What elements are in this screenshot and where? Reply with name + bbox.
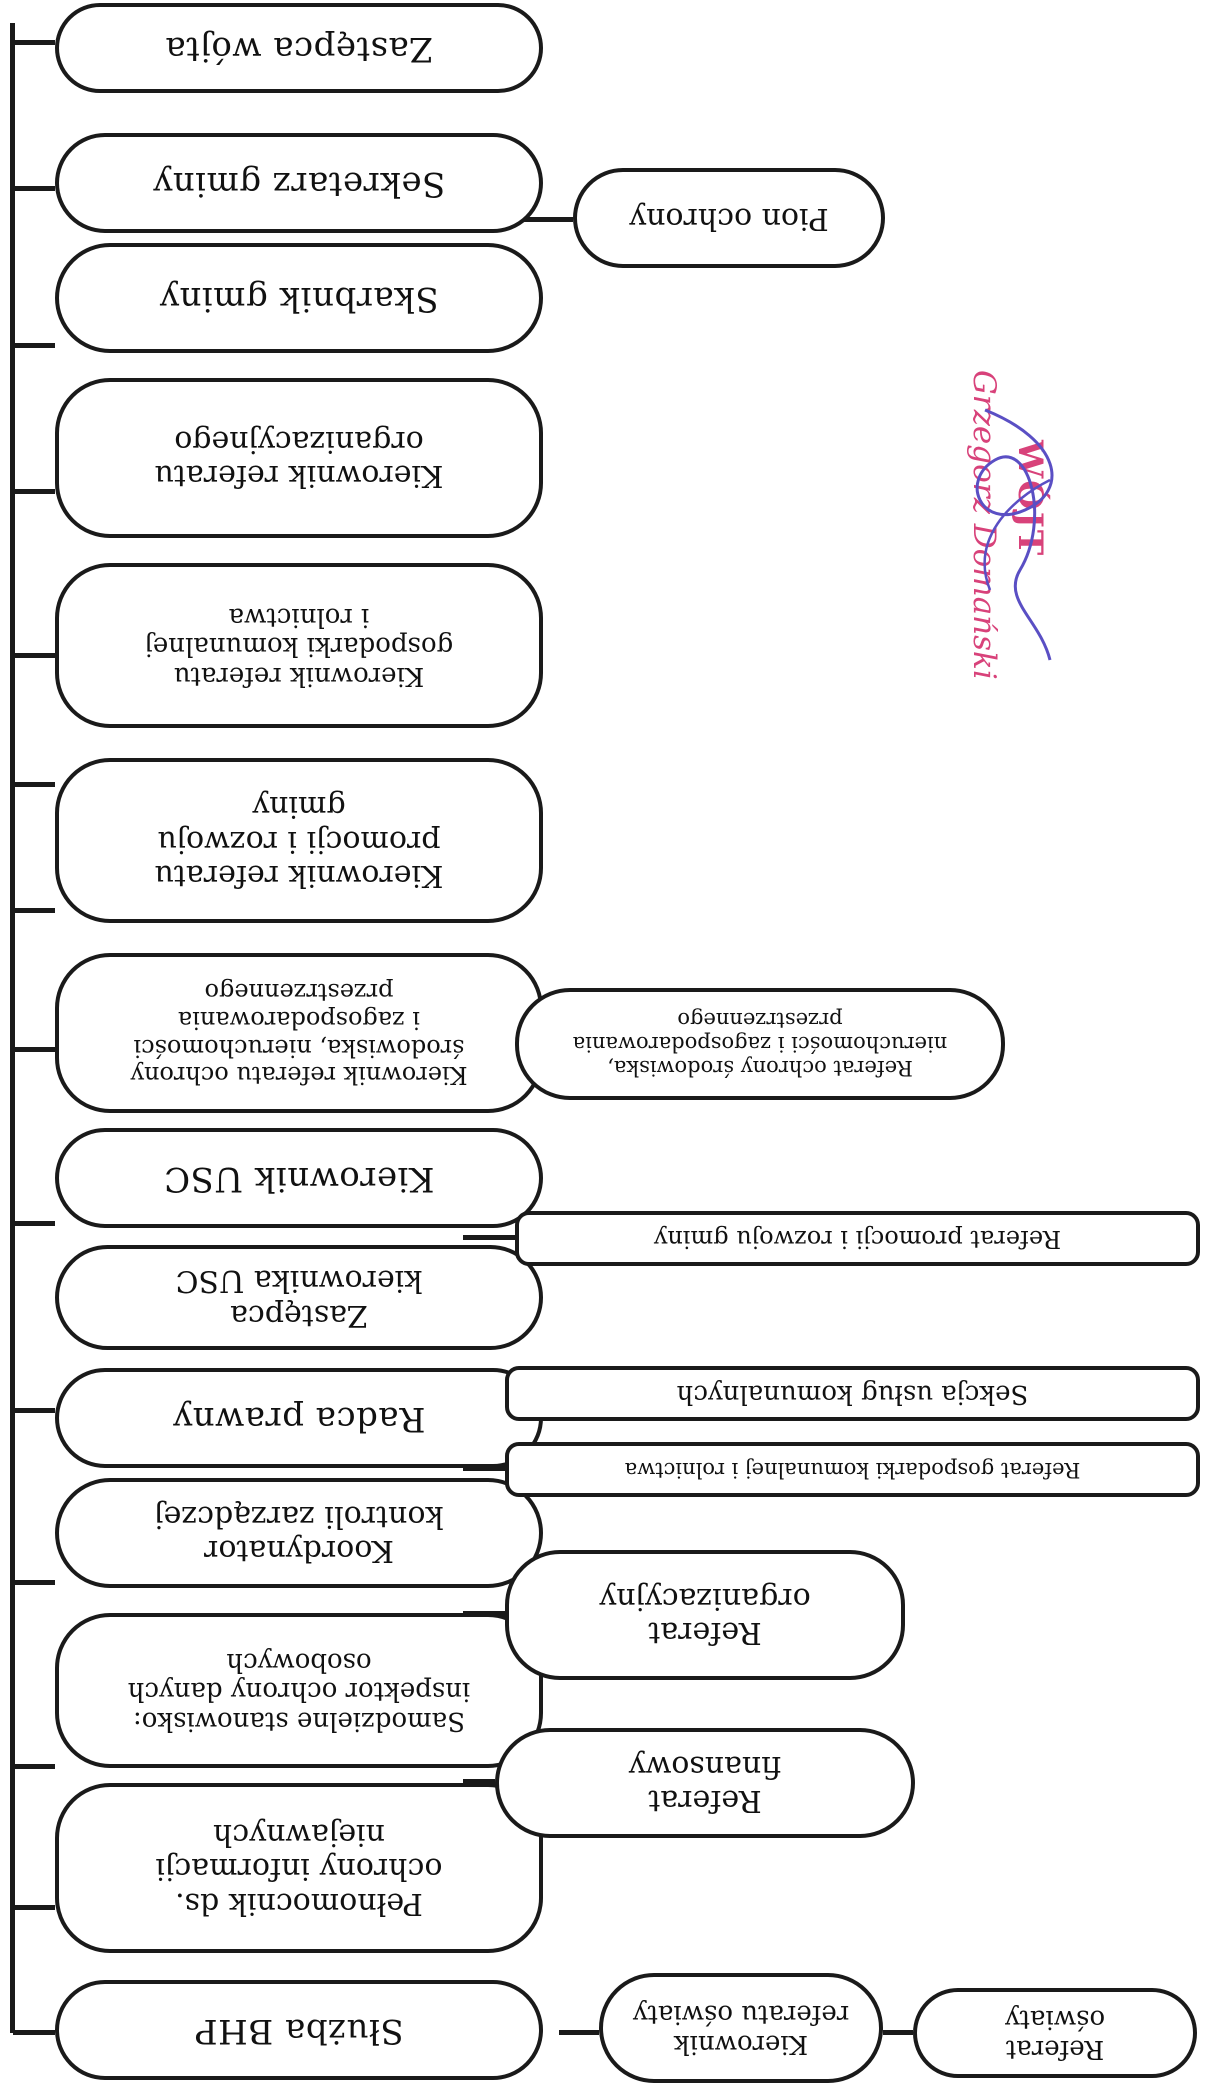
connector	[13, 489, 55, 494]
connector	[13, 1580, 55, 1585]
signature-icon	[975, 408, 1054, 661]
connector	[13, 908, 55, 913]
education-dept-head-box: Kierownik referatu oświaty	[599, 1973, 883, 2083]
connector	[13, 653, 55, 658]
connector	[559, 2030, 599, 2035]
bhp-service-box: Służba BHP	[55, 1980, 543, 2080]
environment-dept-box: Referat ochrony środowiska, nieruchomośc…	[515, 988, 1005, 1100]
finance-dept-box: Referat finansowy	[495, 1728, 915, 1838]
connector	[13, 1408, 55, 1413]
promotion-dept-box: Referat promocji i rozwoju gminy	[515, 1211, 1200, 1266]
legal-counsel-box: Radca prawny	[55, 1368, 543, 1468]
environment-dept-head-box: Kierownik referatu ochrony środowiska, n…	[55, 953, 543, 1113]
connector	[13, 40, 55, 45]
municipal-dept-head-box: Kierownik referatu gospodarki komunalnej…	[55, 563, 543, 728]
treasurer-box: Skarbnik gminy	[55, 243, 543, 353]
connector	[13, 1047, 55, 1052]
connector	[13, 782, 55, 787]
secretary-box: Sekretarz gminy	[55, 133, 543, 233]
connector	[13, 1221, 55, 1226]
connector	[13, 186, 55, 191]
management-control-coordinator-box: Koordynator kontroli zarządczej	[55, 1478, 543, 1588]
municipal-services-section-box: Sekcja usług komunalnych	[505, 1366, 1200, 1421]
connector	[13, 343, 55, 348]
education-dept-box: Referat oświaty	[913, 1988, 1197, 2078]
promotion-dept-head-box: Kierownik referatu promocji i rozwoju gm…	[55, 758, 543, 923]
connector	[13, 1905, 55, 1910]
spine-top-line	[10, 23, 15, 823]
connector	[463, 1235, 515, 1240]
mayor-stamp: WÓJT Grzegorz Domański	[940, 370, 1080, 700]
connector	[13, 1764, 55, 1769]
classified-info-officer-box: Pełnomocnik ds. ochrony informacji nieja…	[55, 1783, 543, 1953]
organizational-dept-box: Referat organizacyjny	[505, 1550, 905, 1680]
usc-head-box: Kierownik USC	[55, 1128, 543, 1228]
data-protection-inspector-box: Samodzielne stanowisko: inspektor ochron…	[55, 1613, 543, 1768]
municipal-dept-box: Referat gospodarki komunalnej i rolnictw…	[505, 1442, 1200, 1497]
deputy-mayor-box: Zastępca wójta	[55, 3, 543, 93]
organizational-dept-head-box: Kierownik referatu organizacyjnego	[55, 378, 543, 538]
protection-unit-box: Pion ochrony	[573, 168, 885, 268]
deputy-usc-head-box: Zastępca kierownika USC	[55, 1245, 543, 1350]
connector	[13, 2030, 55, 2035]
connector	[883, 2030, 913, 2035]
